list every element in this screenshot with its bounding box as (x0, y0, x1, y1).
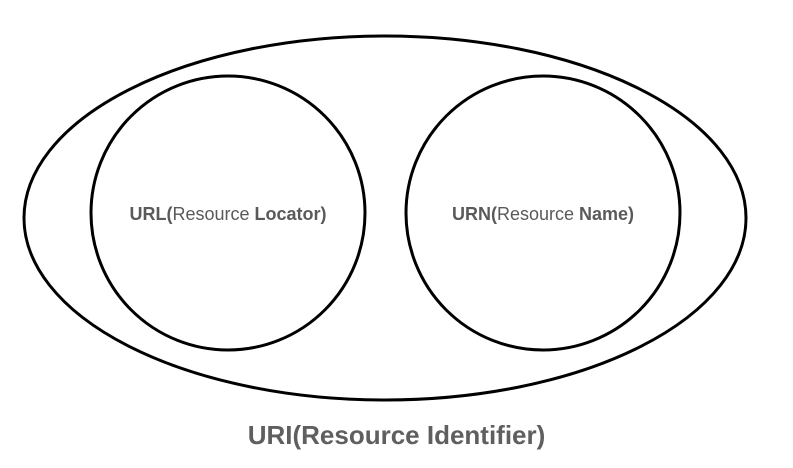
uri-label: URI(Resource Identifier) (247, 420, 546, 450)
url-label-middle: Resource (172, 204, 255, 224)
urn-label-middle: Resource (496, 204, 579, 224)
url-label: URL(Resource Locator) (98, 203, 358, 225)
urn-circle (404, 74, 682, 352)
urn-label: URN(Resource Name) (413, 203, 673, 225)
urn-label-prefix: URN( (451, 204, 497, 224)
uri-outer-ellipse (22, 34, 748, 402)
url-label-suffix: Locator) (254, 204, 327, 224)
urn-label-suffix: Name) (579, 204, 635, 224)
url-label-prefix: URL( (129, 204, 173, 224)
url-circle (89, 74, 367, 352)
